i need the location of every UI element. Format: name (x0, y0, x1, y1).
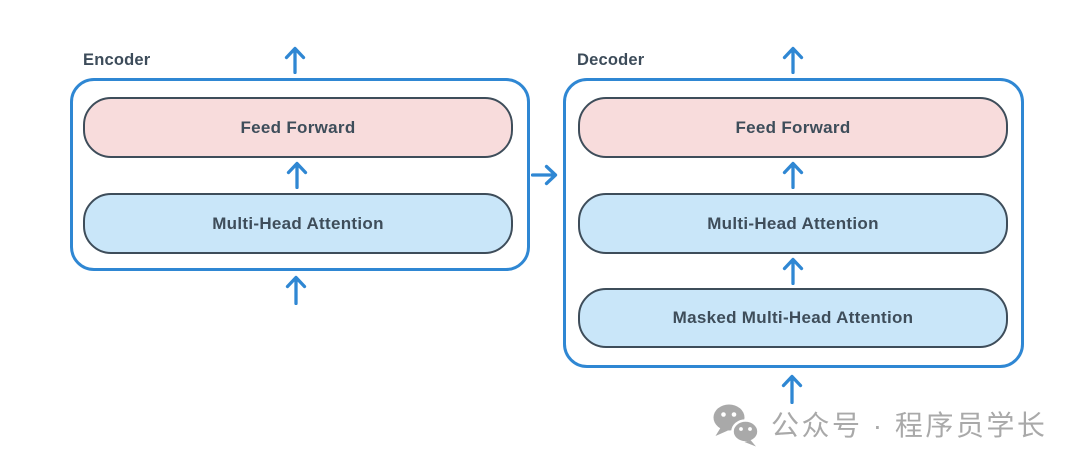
decoder-label: Decoder (577, 51, 645, 69)
watermark: 公众号 · 程序员学长 (712, 403, 1047, 449)
decoder-masked-multi-head-attention-box: Masked Multi-Head Attention (578, 288, 1008, 348)
arrow-up-icon (782, 161, 804, 189)
decoder-multi-head-attention-box: Multi-Head Attention (578, 193, 1008, 254)
watermark-text: 公众号 · 程序员学长 (771, 410, 1048, 441)
arrow-up-icon (782, 46, 804, 74)
wechat-icon (713, 404, 760, 447)
decoder-feed-forward-box: Feed Forward (578, 97, 1008, 158)
arrow-up-icon (286, 161, 308, 189)
arrow-up-icon (782, 257, 804, 285)
arrow-up-icon (781, 374, 803, 404)
encoder-multi-head-attention-box: Multi-Head Attention (83, 193, 513, 254)
encoder-label: Encoder (83, 51, 151, 69)
encoder-container: Feed Forward Multi-Head Attention (70, 78, 530, 271)
arrow-up-icon (284, 46, 306, 74)
arrow-right-icon (531, 164, 558, 186)
encoder-feed-forward-box: Feed Forward (83, 97, 513, 158)
arrow-up-icon (285, 275, 307, 305)
decoder-container: Feed Forward Multi-Head Attention Masked… (563, 78, 1024, 368)
